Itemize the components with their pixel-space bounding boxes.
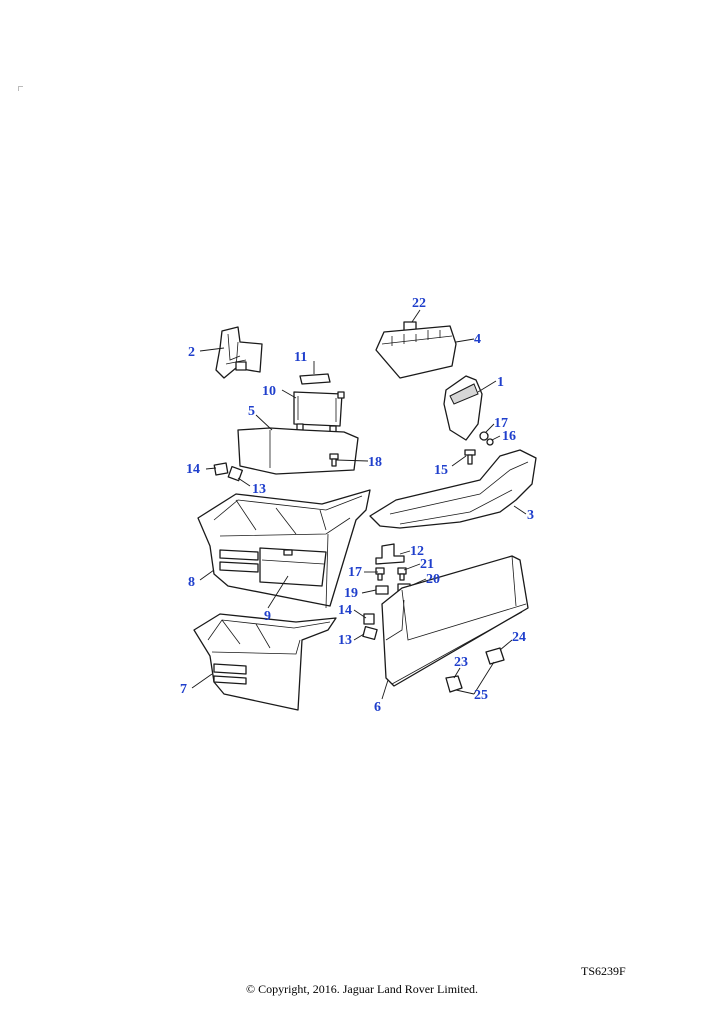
callout-13-lower: 13 [338, 633, 352, 648]
callout-labels: 2 11 10 5 14 13 18 22 4 1 17 16 15 3 12 … [180, 296, 534, 715]
callout-5: 5 [248, 404, 255, 419]
callout-19: 19 [344, 586, 358, 601]
callout-24: 24 [512, 630, 526, 645]
callout-11: 11 [294, 350, 307, 365]
part-3-tray[interactable] [369, 449, 537, 529]
callout-1: 1 [497, 375, 504, 390]
part-6-floor-panel[interactable] [381, 555, 529, 687]
part-13-nut-lower[interactable] [362, 625, 378, 641]
callout-9: 9 [264, 609, 271, 624]
callout-14-lower: 14 [338, 603, 352, 618]
callout-7: 7 [180, 682, 187, 697]
part-18-screw[interactable] [329, 453, 339, 467]
callout-21: 21 [420, 557, 434, 572]
part-7-console-lower[interactable] [193, 613, 337, 711]
callout-8: 8 [188, 575, 195, 590]
part-23-foot[interactable] [445, 675, 463, 693]
part-8-console-side[interactable] [197, 489, 371, 609]
part-10-plate[interactable] [293, 391, 345, 433]
copyright-notice: © Copyright, 2016. Jaguar Land Rover Lim… [245, 982, 479, 996]
callout-15: 15 [434, 463, 448, 478]
callout-22: 22 [412, 296, 426, 311]
part-2-bracket[interactable] [215, 326, 263, 379]
reference-code: TS6239F [581, 964, 626, 978]
part-12-bracket[interactable] [375, 543, 405, 565]
part-16-17-fasteners[interactable] [479, 431, 494, 446]
callout-10: 10 [262, 384, 276, 399]
callout-6: 6 [374, 700, 381, 715]
part-4-panel[interactable] [375, 325, 457, 379]
callout-17-mid: 17 [348, 565, 362, 580]
part-24-foot[interactable] [485, 647, 505, 665]
callout-20: 20 [426, 572, 440, 587]
crop-mark [18, 86, 23, 91]
callout-17-right: 17 [494, 416, 508, 431]
part-11-strip[interactable] [299, 373, 331, 385]
part-15-screw[interactable] [464, 449, 476, 465]
part-14-clip-lower[interactable] [363, 613, 375, 625]
callout-3: 3 [527, 508, 534, 523]
callout-18: 18 [368, 455, 382, 470]
part-21-clip[interactable] [397, 567, 407, 581]
part-1-upright-panel[interactable] [443, 375, 483, 441]
callout-2: 2 [188, 345, 195, 360]
callout-12: 12 [410, 544, 424, 559]
callout-14-upper: 14 [186, 462, 200, 477]
callout-25: 25 [474, 688, 488, 703]
part-19-clip[interactable] [375, 585, 389, 595]
callout-13-upper: 13 [252, 482, 266, 497]
callout-23: 23 [454, 655, 468, 670]
part-9-insert-panel[interactable] [219, 547, 327, 587]
part-17-clip-mid[interactable] [375, 567, 385, 581]
part-14-clip-upper[interactable] [213, 462, 229, 476]
callout-16: 16 [502, 429, 516, 444]
part-5-cover[interactable] [237, 427, 359, 475]
leader-lines [191, 309, 527, 700]
part-13-nut-upper[interactable] [227, 465, 243, 482]
callout-4: 4 [474, 332, 481, 347]
